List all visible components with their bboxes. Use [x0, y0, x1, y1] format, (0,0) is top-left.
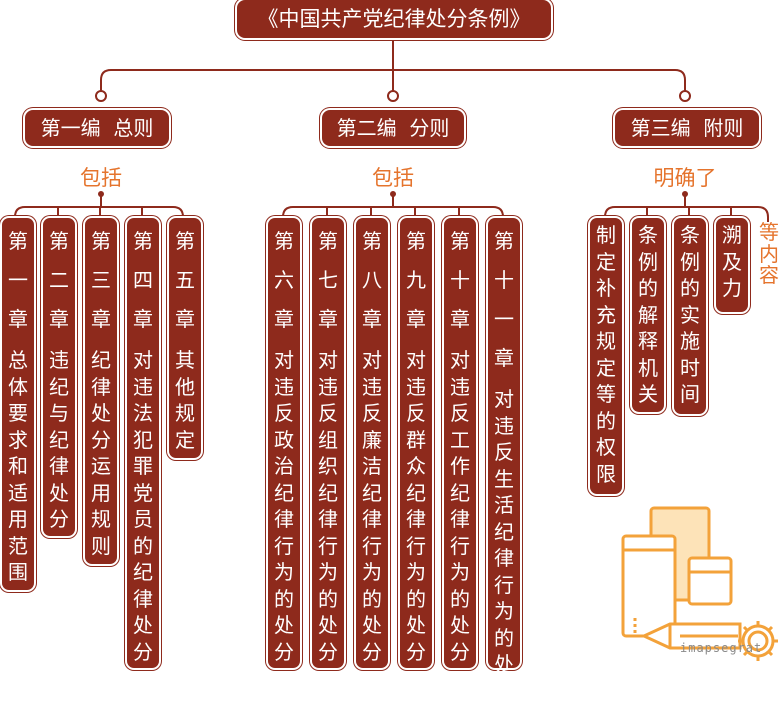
gear-icon: [738, 621, 778, 661]
chapter-heading: 第七章: [318, 229, 338, 331]
chapter-column: 第九章对违反群众纪律行为的处分: [400, 218, 432, 668]
chapter-column: 条例的解释机关: [632, 218, 664, 412]
chapter-column: 第三章纪律处分运用规则: [85, 218, 117, 564]
chapter-column: 第六章对违反政治纪律行为的处分: [268, 218, 300, 668]
chapter-heading: 第十一章: [494, 229, 514, 370]
chapter-text: 对违反生活纪律行为的处分: [494, 387, 514, 703]
chapter-heading: 第一章: [8, 229, 28, 331]
chapter-heading: 第六章: [274, 229, 294, 331]
chapter-column: 第十一章对违反生活纪律行为的处分: [488, 218, 520, 703]
chapter-text: 对违反廉洁纪律行为的处分: [362, 348, 382, 664]
document-title: 《中国共产党纪律处分条例》: [237, 0, 551, 38]
pencil-icon: [640, 622, 742, 650]
chapter-text: 对违法犯罪党员的纪律处分: [133, 348, 153, 664]
chapter-column: 第二章违纪与纪律处分: [43, 218, 75, 536]
chapter-column: 第八章对违反廉洁纪律行为的处分: [356, 218, 388, 668]
chapter-heading: 第二章: [49, 229, 69, 331]
chapter-heading: 第三章: [91, 229, 111, 331]
chapter-text: 纪律处分运用规则: [91, 348, 111, 558]
part-three-connector: 明确了: [653, 166, 717, 190]
chapter-column: 制定补充规定等的权限: [590, 218, 622, 494]
trailing-text: 等内容: [759, 220, 779, 288]
watermark-text: i​mapsegrat: [680, 641, 763, 655]
chapter-text: 总体要求和适用范围: [8, 348, 28, 584]
chapter-heading: 第五章: [175, 229, 195, 331]
chapter-text: 违纪与纪律处分: [49, 348, 69, 531]
part-three-box: 第三编 附则: [615, 110, 759, 146]
chapter-text: 溯及力: [722, 223, 742, 300]
part-two-box: 第二编 分则: [322, 110, 464, 146]
chapter-text: 对违反工作纪律行为的处分: [450, 348, 470, 664]
part-one-box: 第一编 总则: [25, 110, 169, 146]
chapter-column: 第七章对违反组织纪律行为的处分: [312, 218, 344, 668]
chapter-column: 第十章对违反工作纪律行为的处分: [444, 218, 476, 668]
chapter-text: 对违反政治纪律行为的处分: [274, 348, 294, 664]
part-one-connector: 包括: [80, 166, 122, 190]
chapter-heading: 第九章: [406, 229, 426, 331]
part-two-connector: 包括: [372, 166, 414, 190]
chapter-text: 对违反组织纪律行为的处分: [318, 348, 338, 664]
chapter-column: 第四章对违法犯罪党员的纪律处分: [127, 218, 159, 668]
chapter-heading: 第四章: [133, 229, 153, 331]
chapter-text: 对违反群众纪律行为的处分: [406, 348, 426, 664]
chapter-text: 其他规定: [175, 348, 195, 452]
chapter-text: 条例的实施时间: [680, 223, 700, 406]
chapter-heading: 第十章: [450, 229, 470, 331]
chapter-column: 溯及力: [716, 218, 748, 312]
chapter-text: 条例的解释机关: [638, 223, 658, 406]
chapter-column: 第一章总体要求和适用范围: [2, 218, 34, 590]
chapter-column: 第五章其他规定: [169, 218, 201, 458]
chapter-column: 条例的实施时间: [674, 218, 706, 414]
chapter-heading: 第八章: [362, 229, 382, 331]
chapter-text: 制定补充规定等的权限: [596, 223, 616, 486]
